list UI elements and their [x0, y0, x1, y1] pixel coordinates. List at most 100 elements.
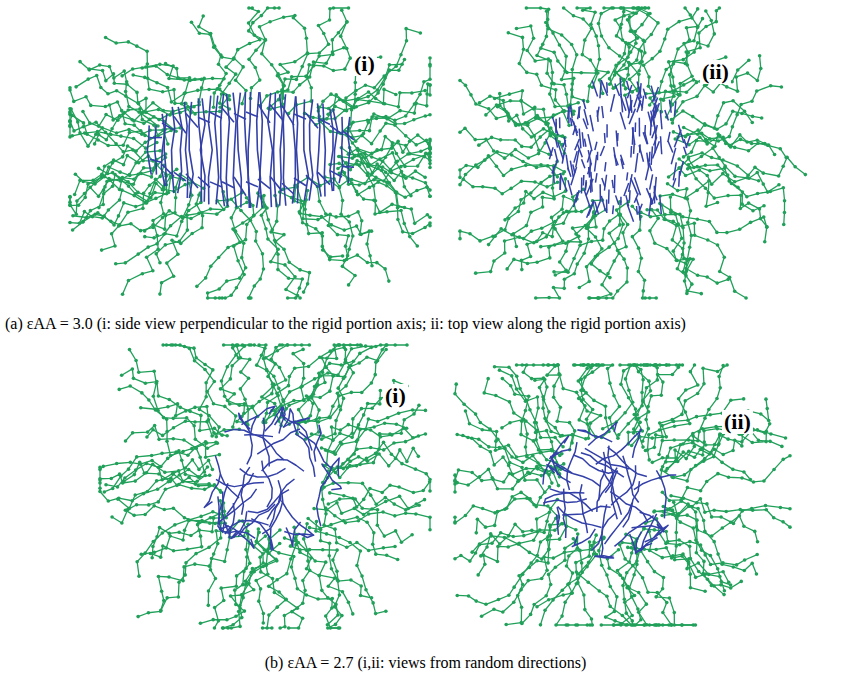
- bead: [395, 191, 399, 195]
- bead: [715, 9, 719, 13]
- bead: [608, 82, 612, 86]
- bead: [498, 104, 502, 108]
- bead: [683, 6, 687, 10]
- bead: [369, 173, 373, 177]
- bead: [282, 233, 286, 237]
- bead: [673, 89, 677, 93]
- bead: [106, 144, 110, 148]
- bead: [250, 86, 254, 90]
- bead: [278, 63, 282, 67]
- bead: [187, 203, 191, 207]
- rigid-block: [172, 107, 175, 193]
- bead: [552, 113, 556, 117]
- bead: [321, 99, 325, 103]
- rigid-block: [237, 93, 241, 208]
- bead: [696, 41, 700, 45]
- bead: [524, 190, 528, 194]
- bead: [73, 193, 77, 197]
- bead: [552, 51, 556, 55]
- bead: [347, 283, 351, 287]
- bead: [126, 108, 130, 112]
- bead: [385, 181, 389, 185]
- bead: [745, 195, 749, 199]
- bead: [104, 113, 108, 117]
- bead: [87, 67, 91, 71]
- bead: [341, 199, 345, 203]
- bead: [642, 63, 646, 67]
- bead: [731, 125, 735, 129]
- bead: [519, 198, 523, 202]
- bead: [93, 182, 97, 186]
- rigid-block: [309, 99, 313, 200]
- bead: [416, 164, 420, 168]
- bead: [236, 48, 240, 52]
- bead: [102, 188, 106, 192]
- bead: [412, 158, 416, 162]
- bead: [542, 127, 546, 131]
- bead: [226, 246, 230, 250]
- bead: [428, 188, 432, 192]
- bead: [346, 254, 350, 258]
- bead: [404, 27, 408, 31]
- bead: [607, 245, 611, 249]
- rigid-block: [292, 96, 295, 203]
- bead: [353, 81, 357, 85]
- bead: [688, 13, 692, 17]
- micelle-top-view: [458, 6, 807, 300]
- bead: [100, 126, 104, 130]
- bead: [747, 201, 751, 205]
- bead: [83, 192, 87, 196]
- corona-chain: [579, 212, 602, 288]
- bead: [144, 97, 148, 101]
- bead: [696, 273, 700, 277]
- bead: [368, 254, 372, 258]
- bead: [564, 249, 568, 253]
- bead: [514, 148, 518, 152]
- bead: [167, 77, 171, 81]
- bead: [148, 118, 152, 122]
- bead: [373, 212, 377, 216]
- bead: [428, 63, 432, 67]
- bead: [298, 268, 302, 272]
- rigid-block: [596, 173, 597, 183]
- bead: [562, 194, 566, 198]
- corona-chain: [133, 75, 229, 102]
- bead: [541, 191, 545, 195]
- bead: [209, 207, 213, 211]
- bead: [379, 55, 383, 59]
- bead: [552, 197, 556, 201]
- bead: [403, 185, 407, 189]
- bead: [132, 123, 136, 127]
- bead: [617, 61, 621, 65]
- bead: [225, 279, 229, 283]
- bead: [656, 217, 660, 221]
- corona-chain: [679, 168, 759, 184]
- bead: [476, 166, 480, 170]
- bead: [602, 6, 606, 10]
- bead: [544, 21, 548, 25]
- bead: [321, 248, 325, 252]
- bead: [363, 182, 367, 186]
- bead: [463, 126, 467, 130]
- bead: [342, 46, 346, 50]
- bead: [345, 20, 349, 24]
- bead: [356, 210, 360, 214]
- bead: [415, 244, 419, 248]
- bead: [204, 276, 208, 280]
- bead: [231, 227, 235, 231]
- bead: [413, 222, 417, 226]
- bead: [739, 193, 743, 197]
- bead: [258, 25, 262, 29]
- bead: [548, 256, 552, 260]
- bead: [351, 120, 355, 124]
- bead: [428, 162, 432, 166]
- bead: [718, 6, 722, 10]
- bead: [399, 165, 403, 169]
- corona-chain: [270, 48, 343, 109]
- bead: [783, 211, 787, 215]
- bead: [83, 196, 87, 200]
- bead: [736, 186, 740, 190]
- bead: [151, 169, 155, 173]
- bead: [648, 229, 652, 233]
- bead: [428, 215, 432, 219]
